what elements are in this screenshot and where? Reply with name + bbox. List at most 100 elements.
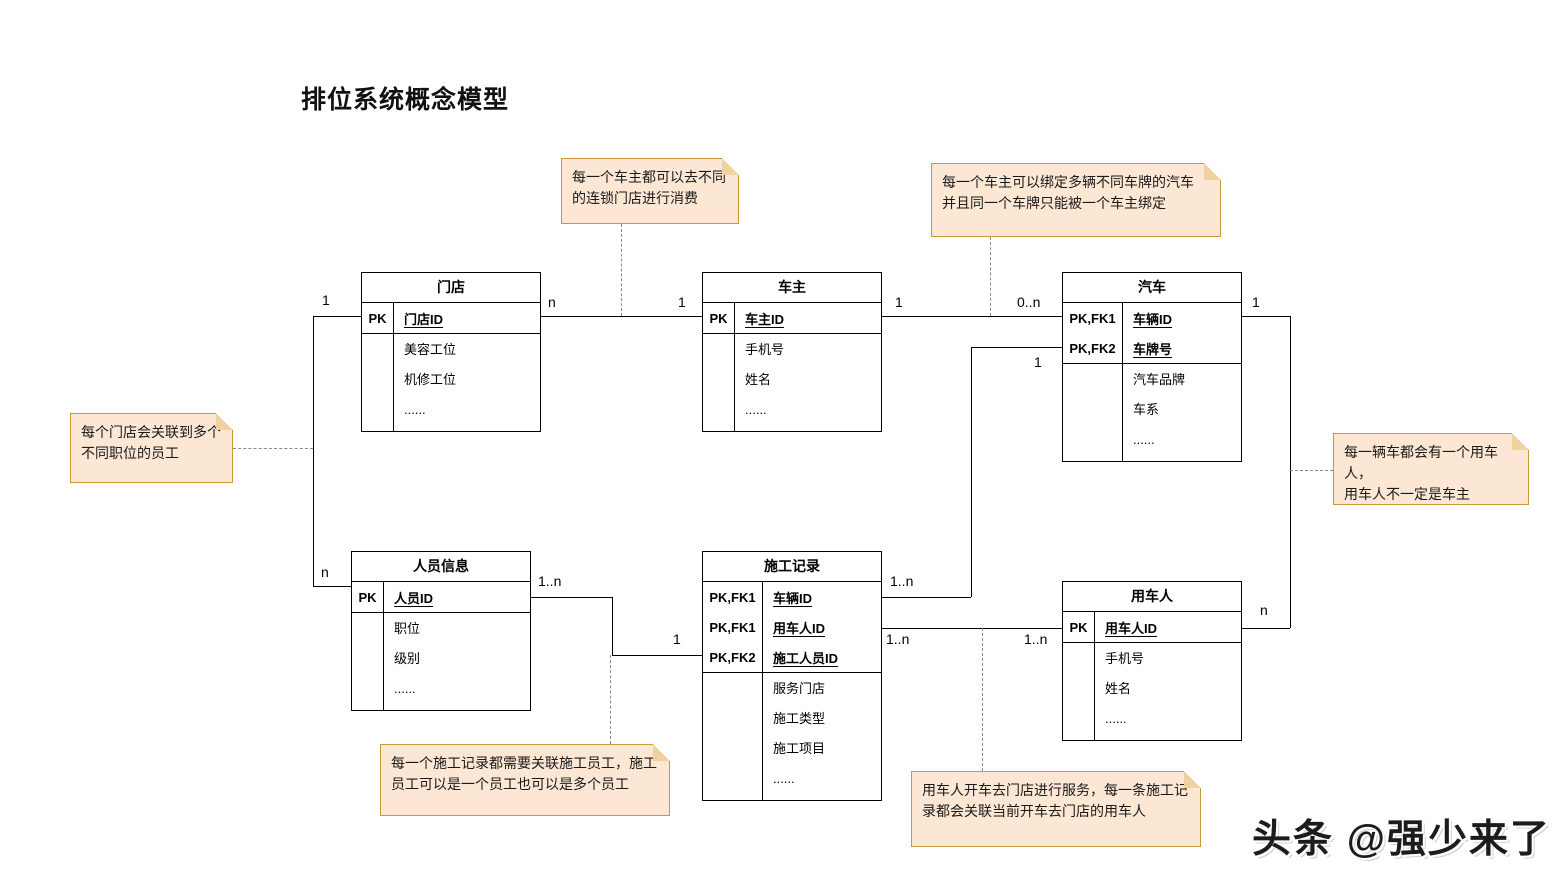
key-field: 车辆ID: [1133, 311, 1173, 327]
attr-spacer: [1063, 364, 1123, 461]
note-store-staff: 每个门店会关联到多个 不同职位的员工: [70, 413, 233, 483]
note-text: 录都会关联当前开车去门店的用车人: [922, 803, 1146, 819]
note-text: 用车人不一定是车主: [1344, 486, 1470, 502]
key-field: 用车人ID: [773, 620, 826, 636]
note-connector-owner-store: [621, 224, 622, 316]
attribute: 姓名: [1105, 681, 1132, 696]
key-row: PK 门店ID: [362, 303, 540, 333]
key-row: PK,FK1 车辆ID: [703, 582, 881, 612]
attribute: 车系: [1133, 402, 1160, 417]
attribute: ......: [1105, 711, 1127, 726]
cardinality-label: 1..n: [886, 631, 910, 647]
cardinality-label: 1: [895, 294, 903, 310]
key-row: PK 人员ID: [352, 582, 530, 612]
watermark: 头条 @强少来了: [1252, 818, 1551, 861]
note-owner-car: 每一个车主可以绑定多辆不同车牌的汽车 并且同一个车牌只能被一个车主绑定: [931, 163, 1221, 237]
key-field: 门店ID: [404, 311, 444, 327]
folded-corner-icon: [216, 413, 233, 430]
note-text: 每个门店会关联到多个: [81, 424, 221, 440]
folded-corner-icon: [722, 158, 739, 175]
key-row: PK,FK2 车牌号: [1063, 333, 1241, 363]
connector-car-record-seg1: [971, 347, 1062, 348]
attribute: ......: [404, 402, 426, 417]
connector-car-record-seg2: [971, 347, 972, 597]
folded-corner-icon: [1512, 433, 1529, 450]
attribute: 服务门店: [773, 681, 826, 696]
note-text: 每一辆车都会有一个用车人，: [1344, 444, 1498, 481]
cardinality-label: 1: [678, 294, 686, 310]
attribute: 机修工位: [404, 372, 457, 387]
entity-car-owner: 车主 PK 车主ID 手机号 姓名 ......: [702, 272, 882, 432]
attribute: 级别: [394, 651, 421, 666]
note-car-user: 每一辆车都会有一个用车人， 用车人不一定是车主: [1333, 433, 1529, 505]
connector-store-owner: [541, 316, 702, 317]
key-field: 车牌号: [1133, 341, 1173, 357]
key-field: 施工人员ID: [773, 650, 839, 666]
note-text: 不同职位的员工: [81, 445, 179, 461]
key-row: PK,FK2 施工人员ID: [703, 642, 881, 672]
note-record-staff: 每一个施工记录都需要关联施工员工，施工 员工可以是一个员工也可以是多个员工: [380, 744, 670, 816]
connector-car-user-seg1: [1242, 316, 1290, 317]
entity-car-user: 用车人 PK 用车人ID 手机号 姓名 ......: [1062, 581, 1242, 741]
connector-staff-record-seg2: [612, 597, 613, 655]
cardinality-label: 1: [1252, 294, 1260, 310]
cardinality-label: 1: [322, 292, 330, 308]
attr-spacer: [352, 613, 384, 710]
key-tag: PK,FK1: [1063, 303, 1123, 333]
key-tag: PK: [362, 303, 394, 333]
note-connector-store-staff: [233, 448, 313, 449]
attribute: 手机号: [745, 342, 785, 357]
attribute: ......: [1133, 432, 1155, 447]
note-text: 员工可以是一个员工也可以是多个员工: [391, 776, 629, 792]
attribute: ......: [773, 771, 795, 786]
note-owner-store: 每一个车主都可以去不同 的连锁门店进行消费: [561, 158, 739, 224]
entity-car: 汽车 PK,FK1 车辆ID PK,FK2 车牌号 汽车品牌 车系 ......: [1062, 272, 1242, 462]
key-tag: PK: [703, 303, 735, 333]
entity-title: 车主: [703, 273, 881, 303]
entity-title: 汽车: [1063, 273, 1241, 303]
entity-store: 门店 PK 门店ID 美容工位 机修工位 ......: [361, 272, 541, 432]
cardinality-label: 1: [673, 631, 681, 647]
key-row: PK 车主ID: [703, 303, 881, 333]
attribute: 姓名: [745, 372, 772, 387]
note-text: 用车人开车去门店进行服务，每一条施工记: [922, 782, 1188, 798]
attr-spacer: [362, 334, 394, 431]
attribute: 施工类型: [773, 711, 826, 726]
key-field: 人员ID: [394, 590, 434, 606]
connector-store-staff-seg3: [313, 586, 351, 587]
entity-title: 人员信息: [352, 552, 530, 582]
attribute: ......: [745, 402, 767, 417]
entity-staff-info: 人员信息 PK 人员ID 职位 级别 ......: [351, 551, 531, 711]
note-text: 并且同一个车牌只能被一个车主绑定: [942, 195, 1166, 211]
key-tag: PK,FK2: [703, 642, 763, 672]
key-row: PK 用车人ID: [1063, 612, 1241, 642]
key-tag: PK,FK1: [703, 582, 763, 612]
entity-title: 施工记录: [703, 552, 881, 582]
attr-spacer: [1063, 643, 1095, 740]
connector-owner-car: [882, 316, 1062, 317]
cardinality-label: n: [1260, 602, 1268, 618]
key-tag: PK,FK1: [703, 612, 763, 642]
connector-car-record-seg3: [882, 597, 971, 598]
attribute: 汽车品牌: [1133, 372, 1186, 387]
note-connector-car-user: [1290, 470, 1333, 471]
attr-spacer: [703, 673, 763, 800]
key-tag: PK,FK2: [1063, 333, 1123, 363]
key-row: PK,FK1 用车人ID: [703, 612, 881, 642]
note-connector-owner-car: [990, 237, 991, 316]
note-text: 每一个施工记录都需要关联施工员工，施工: [391, 755, 657, 771]
connector-store-staff-seg1: [313, 316, 361, 317]
note-connector-record-user: [982, 628, 983, 771]
key-field: 车辆ID: [773, 590, 813, 606]
key-field: 用车人ID: [1105, 620, 1158, 636]
connector-record-user: [882, 628, 1062, 629]
cardinality-label: 1..n: [890, 573, 914, 589]
diagram-title: 排位系统概念模型: [301, 86, 510, 114]
folded-corner-icon: [1204, 163, 1221, 180]
note-text: 的连锁门店进行消费: [572, 190, 698, 206]
attribute: 美容工位: [404, 342, 457, 357]
connector-staff-record-seg1: [531, 597, 612, 598]
attr-spacer: [703, 334, 735, 431]
entity-title: 门店: [362, 273, 540, 303]
